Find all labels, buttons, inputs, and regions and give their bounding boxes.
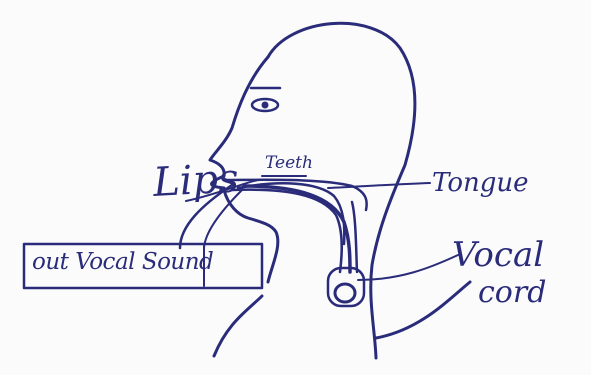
- lips-label: Lips: [152, 156, 240, 206]
- eye-pupil: [262, 102, 269, 109]
- neck-front: [214, 296, 262, 356]
- vocal-cord-ring: [335, 284, 355, 302]
- shoulder-outline: [376, 282, 470, 338]
- vocal-label: Vocal: [452, 235, 544, 275]
- sound-box-label: out Vocal Sound: [32, 249, 213, 275]
- larynx-box: [328, 268, 364, 306]
- tract-back: [352, 202, 357, 272]
- tongue-label: Tongue: [432, 168, 529, 198]
- chin-outline: [224, 190, 278, 282]
- tract-inner: [244, 186, 350, 272]
- cord-label: cord: [478, 275, 546, 310]
- teeth-label: Teeth: [265, 153, 313, 173]
